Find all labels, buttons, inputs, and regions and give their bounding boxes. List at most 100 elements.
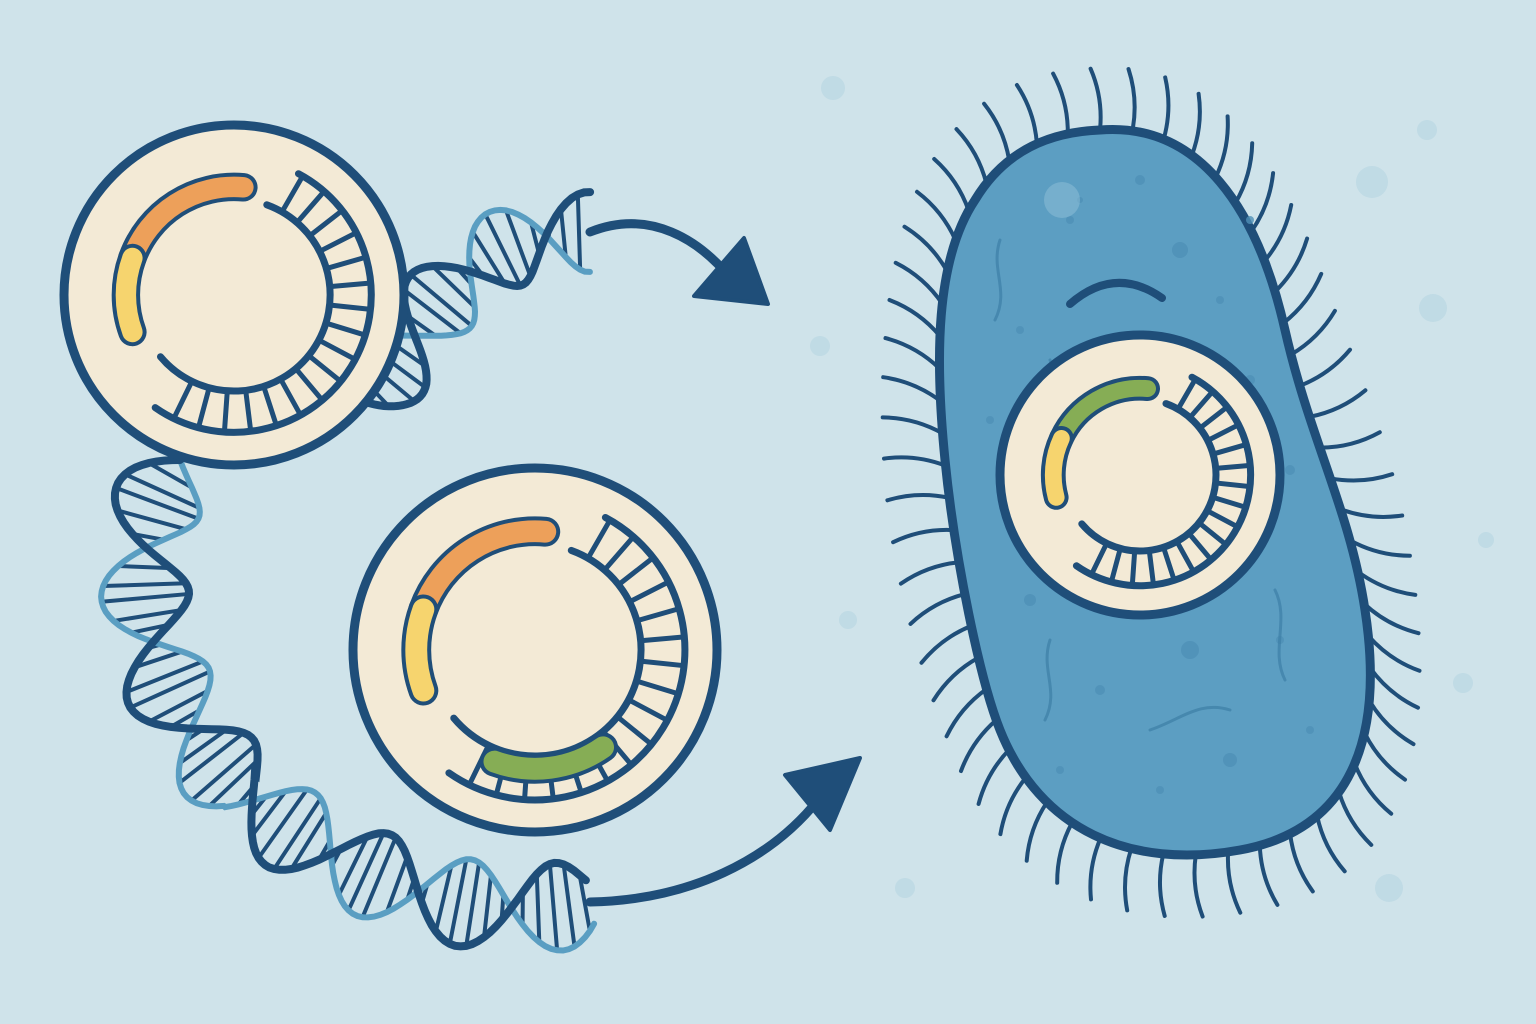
plasmid-rung — [634, 606, 682, 624]
plasmid-rung — [1204, 508, 1241, 530]
bubble — [821, 76, 845, 100]
pilus — [1189, 91, 1202, 158]
plasmid-rung — [1174, 538, 1197, 575]
helix-rung — [575, 192, 583, 272]
pilus — [959, 718, 999, 773]
gene-orange-arc — [412, 520, 557, 621]
pilus — [908, 592, 967, 626]
cell-pili — [880, 66, 1422, 919]
cytoplasm-spot — [1246, 216, 1254, 224]
arrow-head-lower — [783, 756, 862, 832]
helix-rung — [433, 863, 454, 934]
bubble — [1453, 673, 1473, 693]
plasmid-rung — [306, 352, 344, 384]
helix-rung — [111, 608, 184, 623]
pilus — [1024, 800, 1049, 863]
plasmid-rung — [294, 188, 327, 226]
dna-helix-lower — [98, 456, 598, 954]
helix-rung — [447, 857, 469, 946]
pilus — [880, 415, 945, 436]
pilus — [931, 655, 981, 703]
cytoplasm-spot — [1181, 641, 1199, 659]
pilus — [1161, 75, 1171, 142]
pilus — [1233, 141, 1255, 205]
helix-rung — [123, 472, 202, 510]
gene-green-arc — [483, 736, 615, 780]
helix-strand-dark — [110, 456, 590, 951]
plasmid-rung — [626, 579, 672, 605]
bubble — [810, 336, 830, 356]
helix-rung — [177, 730, 246, 785]
helix-rung — [272, 796, 323, 872]
pilus — [1088, 66, 1103, 132]
cytoplasm-spot — [1016, 326, 1024, 334]
helix-rung — [504, 208, 533, 279]
cytoplasm-spot — [1135, 175, 1145, 185]
helix-rung — [289, 810, 329, 872]
pilus — [882, 455, 948, 468]
pilus — [1055, 820, 1075, 885]
pilus — [1297, 347, 1352, 388]
bubble — [839, 611, 857, 629]
cytoplasm-spot — [1024, 594, 1036, 606]
plasmid-rung — [171, 378, 195, 421]
cytoplasm-spot — [1306, 726, 1314, 734]
pilus — [1307, 388, 1368, 419]
plasmid-rung — [1196, 520, 1229, 548]
helix-rung — [464, 860, 482, 948]
helix-rung — [114, 485, 201, 521]
background-bubbles — [810, 76, 1494, 902]
plasmid-inner-strand — [157, 201, 334, 395]
plasmid-rung — [221, 388, 230, 435]
pilus — [919, 623, 974, 665]
squiggle — [1273, 588, 1287, 682]
helix-rung — [384, 854, 410, 915]
bubble — [1478, 532, 1494, 548]
helix-rung — [128, 669, 213, 710]
cytoplasm-spot — [1095, 685, 1105, 695]
pilus — [1088, 836, 1103, 902]
pilus — [998, 775, 1028, 837]
arrow-head-upper — [692, 236, 770, 306]
cell-cytoplasm-spots — [986, 175, 1314, 794]
pilus — [1126, 67, 1137, 133]
helix-rung — [116, 563, 173, 571]
helix-rung — [401, 287, 463, 336]
plasmid-outer-strand — [445, 514, 689, 804]
gene-yellow-arc — [115, 247, 143, 343]
plasmid-outer-strand — [1072, 373, 1255, 590]
plasmid-rung — [602, 534, 636, 573]
cell-highlight — [1044, 182, 1080, 218]
cytoplasm-spot — [1223, 753, 1237, 767]
pilus — [1051, 71, 1070, 136]
bubble — [1375, 874, 1403, 902]
plasmid-rung — [585, 517, 613, 561]
pilus — [1014, 83, 1039, 146]
pilus — [898, 560, 962, 586]
plasmid-rung — [1146, 547, 1157, 588]
cytoplasm-spot — [1156, 786, 1164, 794]
pilus — [1273, 236, 1310, 294]
helix-rung — [408, 272, 474, 328]
pilus — [1158, 851, 1167, 918]
pilus — [1328, 472, 1395, 483]
plasmid-rung — [1210, 441, 1250, 457]
bubble — [1419, 294, 1447, 322]
plasmid-a — [59, 120, 409, 470]
pilus — [1289, 308, 1337, 357]
helix-rung — [483, 212, 523, 288]
plasmid-outer-strand — [151, 170, 375, 436]
plasmid-rung — [637, 658, 687, 669]
plasmid-rung — [1213, 462, 1253, 471]
pilus — [1225, 849, 1243, 915]
helix-rung — [534, 872, 542, 945]
pilus — [1281, 271, 1324, 325]
plasmid-rung — [1186, 530, 1214, 563]
helix-rung — [115, 508, 189, 532]
helix-rung — [547, 861, 560, 953]
plasmid-rung — [316, 337, 358, 363]
helix-rung — [146, 461, 194, 490]
pilus — [1257, 843, 1280, 907]
plasmid-rung — [323, 254, 369, 272]
plasmid-rung — [616, 555, 656, 588]
